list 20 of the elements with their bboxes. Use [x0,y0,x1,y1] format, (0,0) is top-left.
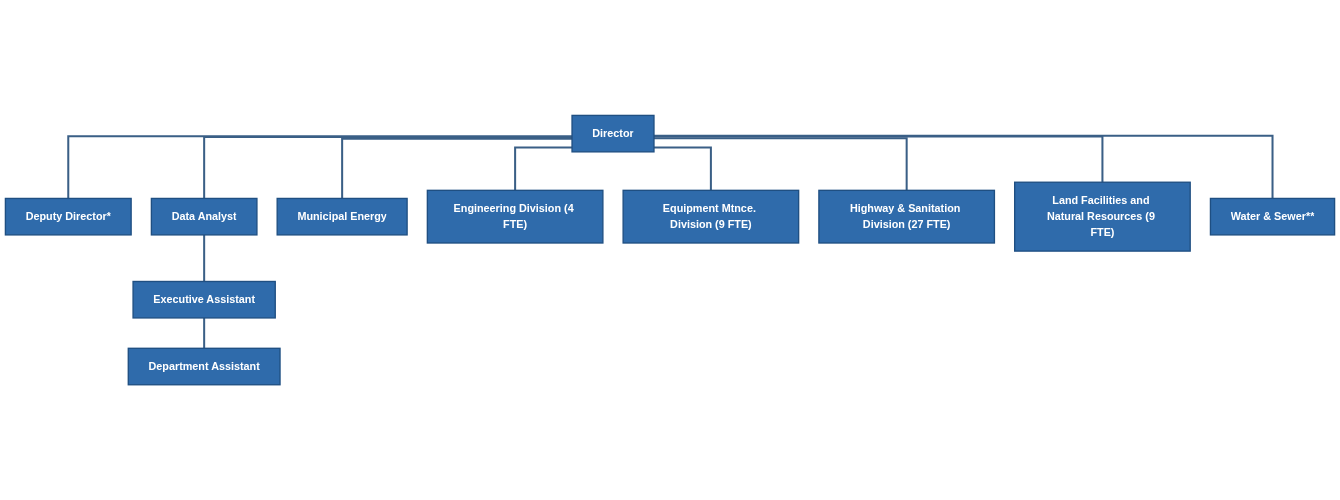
connector [203,316,206,349]
node-box: Highway & Sanitation Division (27 FTE) [818,189,996,244]
connector [653,134,1274,199]
connector [203,135,573,199]
connector [341,137,573,199]
node-box: Data Analyst [150,197,258,236]
node-box: Land Facilities and Natural Resources (9 FTE) [1014,181,1191,252]
node-box: Director [571,114,655,153]
connector [653,146,712,191]
node-box: Municipal Energy [276,197,408,236]
connector [514,146,573,191]
node-box: Executive Assistant [132,280,276,319]
node-box: Department Assistant [127,347,281,386]
node-box: Water & Sewer** [1209,197,1336,236]
node-box: Deputy Director* [4,197,132,236]
connector [67,135,573,199]
connector [653,137,908,191]
node-box: Equipment Mtnce. Division (9 FTE) [622,189,800,244]
connector [203,233,206,282]
node-box: Engineering Division (4 FTE) [426,189,604,244]
